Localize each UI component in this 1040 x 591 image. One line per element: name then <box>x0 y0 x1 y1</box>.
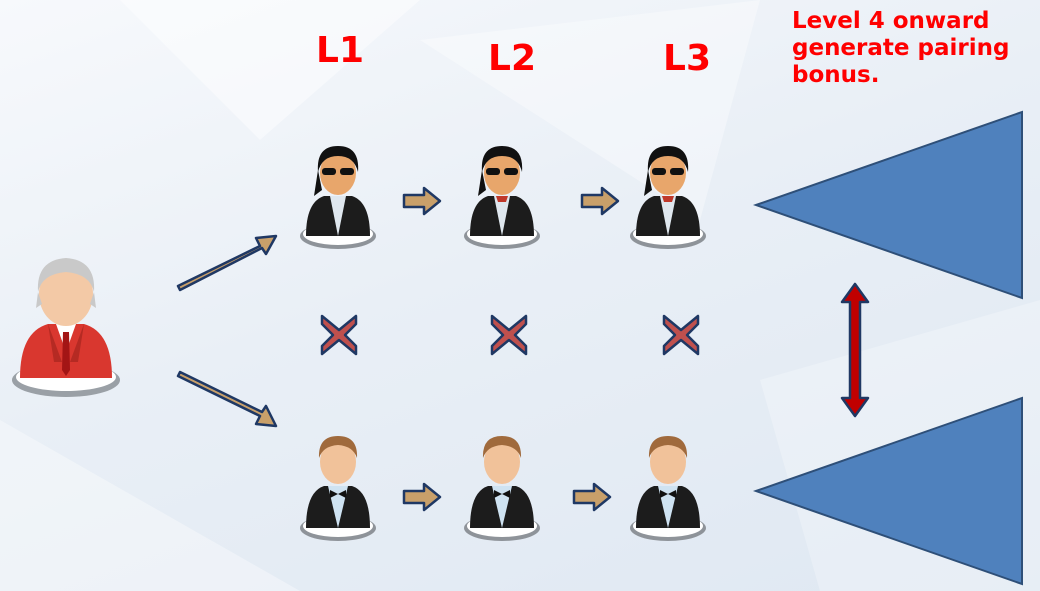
level-1-label: L1 <box>316 30 364 71</box>
member-sunglasses-icon <box>630 146 706 249</box>
right-arrow-icon <box>402 186 442 216</box>
sponsor-person-icon <box>12 258 120 397</box>
member-bowtie-icon <box>630 436 706 541</box>
level-3-label: L3 <box>663 38 711 79</box>
downline-triangle-icon <box>752 110 1023 300</box>
right-arrow-icon <box>580 186 620 216</box>
downline-triangle-icon <box>752 396 1023 586</box>
member-bowtie-icon <box>464 436 540 541</box>
right-arrow-icon <box>402 482 442 512</box>
member-sunglasses-icon <box>464 146 540 249</box>
x-mark-icon <box>662 314 700 356</box>
lower-diagonal-arrow-icon <box>176 370 278 428</box>
level-2-label: L2 <box>488 38 536 79</box>
pairing-bonus-note: Level 4 onward generate pairing bonus. <box>792 8 1010 88</box>
right-arrow-icon <box>572 482 612 512</box>
double-headed-arrow-icon <box>840 282 870 418</box>
upper-diagonal-arrow-icon <box>176 234 278 292</box>
member-sunglasses-icon <box>300 146 376 249</box>
member-bowtie-icon <box>300 436 376 541</box>
x-mark-icon <box>320 314 358 356</box>
x-mark-icon <box>490 314 528 356</box>
